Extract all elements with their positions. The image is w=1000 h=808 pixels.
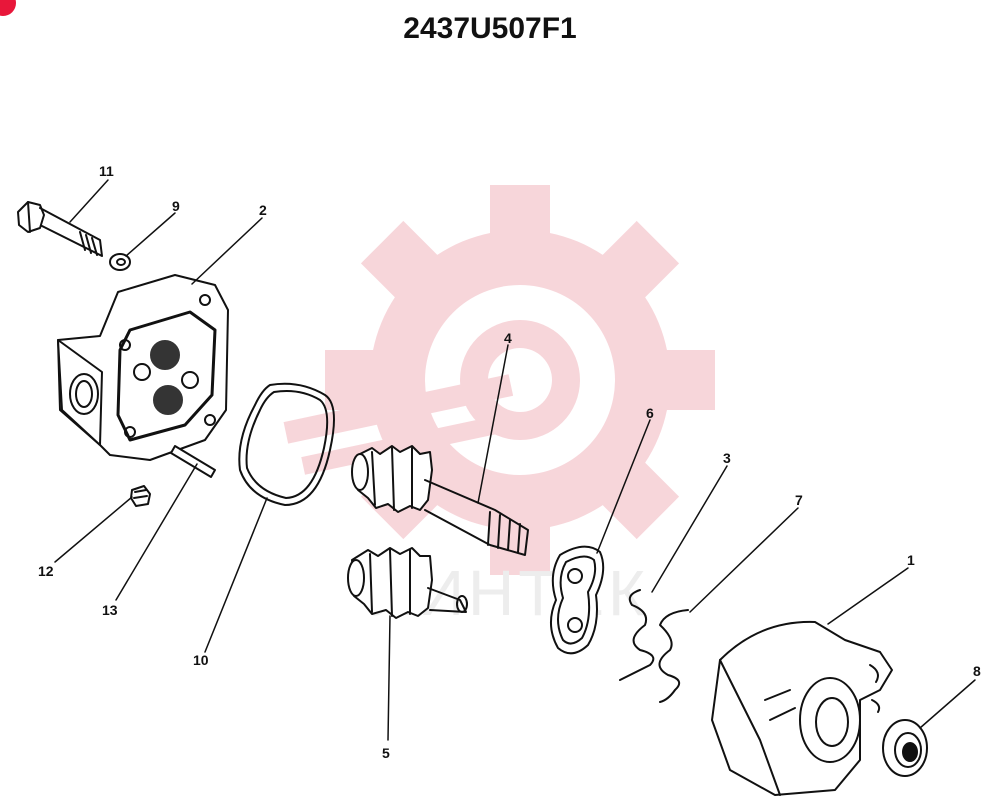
callout-10: 10 bbox=[193, 652, 209, 668]
seal-ring-part-10 bbox=[238, 382, 335, 506]
pump-body-part-1 bbox=[711, 620, 893, 796]
plug-part-12 bbox=[130, 485, 151, 507]
callout-3: 3 bbox=[723, 450, 731, 466]
bearing-part-8 bbox=[882, 719, 928, 777]
callout-7: 7 bbox=[795, 492, 803, 508]
driven-gear-part-5 bbox=[347, 547, 468, 619]
callout-1: 1 bbox=[907, 552, 915, 568]
leader-lines bbox=[54, 179, 976, 741]
dowel-pin-part-13 bbox=[170, 445, 216, 478]
spring-seal-part-7 bbox=[658, 609, 689, 703]
callout-6: 6 bbox=[646, 405, 654, 421]
cover-housing-part-2 bbox=[57, 274, 229, 461]
drive-gear-shaft-part-4 bbox=[351, 445, 529, 556]
callout-12: 12 bbox=[38, 563, 54, 579]
callout-11: 11 bbox=[99, 163, 114, 179]
callout-9: 9 bbox=[172, 198, 180, 214]
bolt-part-11 bbox=[17, 201, 103, 257]
callout-4: 4 bbox=[504, 330, 512, 346]
callout-2: 2 bbox=[259, 202, 267, 218]
diagram-title: 2437U507F1 bbox=[403, 12, 577, 45]
callout-5: 5 bbox=[382, 745, 390, 761]
washer-part-9 bbox=[109, 253, 131, 271]
callout-13: 13 bbox=[102, 602, 118, 618]
callout-8: 8 bbox=[973, 663, 981, 679]
wear-plate-part-6 bbox=[550, 545, 605, 655]
spring-seal-part-3 bbox=[619, 589, 655, 681]
corner-badge bbox=[0, 0, 16, 16]
